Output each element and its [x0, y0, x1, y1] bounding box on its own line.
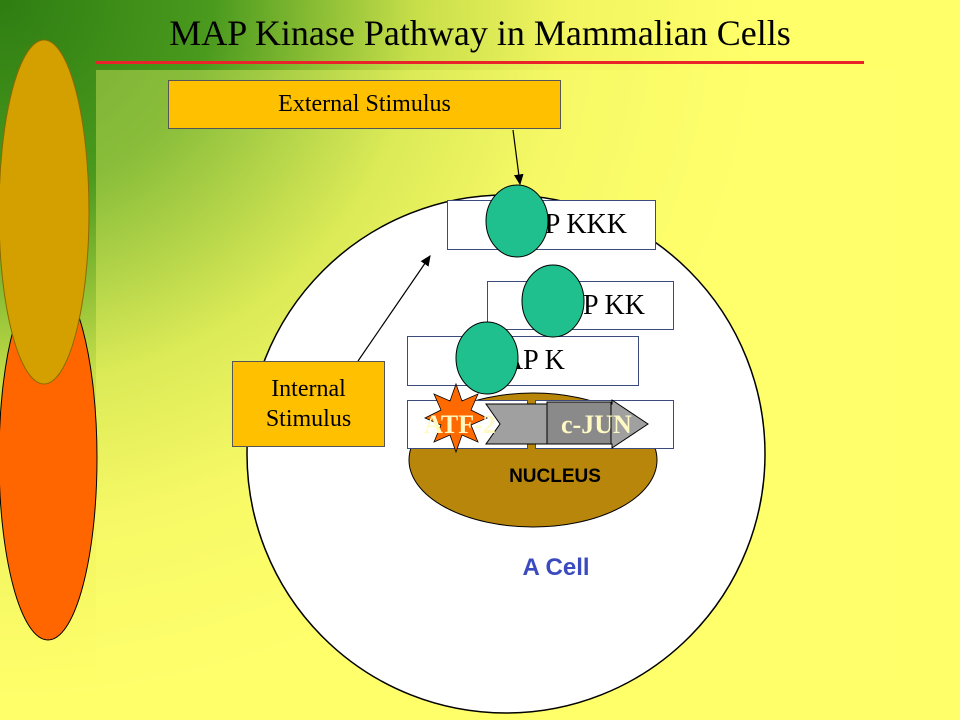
- cell-label: A Cell: [522, 554, 590, 581]
- mapkkk-box: MAP KKK: [447, 200, 656, 250]
- nucleus-label: NUCLEUS: [509, 466, 601, 487]
- page-title: MAP Kinase Pathway in Mammalian Cells: [169, 13, 791, 53]
- internal-stimulus-line2: Stimulus: [265, 406, 352, 432]
- external-stimulus-arrow: [512, 129, 524, 186]
- atf2-label: ATF-2: [424, 410, 496, 439]
- title-underline: [96, 61, 864, 64]
- mapk-label: MAP K: [478, 345, 565, 376]
- cjun-label: c-JUN: [561, 410, 632, 439]
- mapkk-box: MAP KK: [487, 281, 674, 330]
- external-stimulus-box: External Stimulus: [168, 80, 561, 129]
- internal-stimulus-arrow: [357, 255, 431, 362]
- internal-stimulus-line1: Internal: [271, 376, 346, 402]
- left-gold-ellipse: [0, 39, 90, 385]
- mapkk-label: MAP KK: [537, 289, 645, 321]
- mapk-box: MAP K: [407, 336, 639, 386]
- mapkkk-label: MAP KKK: [499, 209, 627, 240]
- internal-stimulus-box: Internal Stimulus: [232, 361, 385, 447]
